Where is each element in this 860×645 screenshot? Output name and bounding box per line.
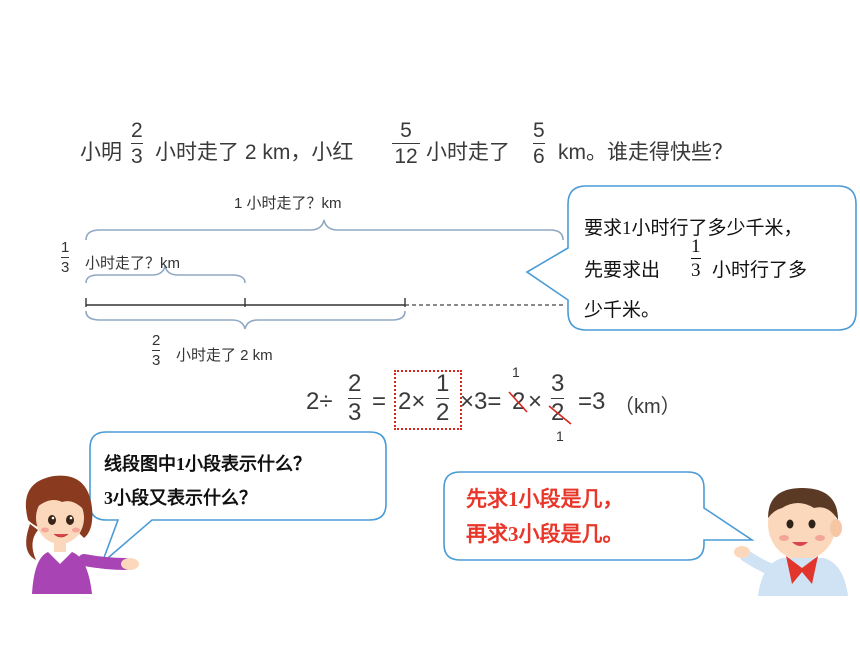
brace-small [85,265,246,284]
brace-bottom [85,310,406,330]
bottom-label: 小时走了 2 km [176,347,273,364]
eq-lead: 2÷ [306,388,333,415]
fraction-two-thirds: 2 3 [131,119,143,168]
bubble-left-line-1: 线段图中1小段表示什么？ [104,454,311,474]
bubble-right-line-3: 少千米。 [584,300,661,321]
question-part-3: 小时走了 [426,141,510,164]
fraction-two-thirds-bottom: 2 3 [152,332,161,369]
eq-boxed-two: 2× [398,388,426,415]
bubble-red-shape [443,471,755,561]
eq-frac-one-half: 1 2 [436,370,450,426]
dotted-highlight-box [394,370,462,430]
bubble-left-shape [89,431,387,564]
cancel-bottom-one: 1 [556,428,564,444]
boy-illustration-icon [734,488,848,596]
bubble-right-line-1: 要求1小时行了多少千米， [584,218,803,239]
fraction-one-third-left: 1 3 [61,239,70,276]
cancel-stroke-half [548,405,572,425]
cancel-top-one: 1 [512,364,520,380]
left-label: 小时走了？km [85,255,180,272]
question-part-1: 小明 [80,141,122,164]
eq-unit: （km） [614,396,681,418]
bubble-right-line-2a: 先要求出 [584,260,661,281]
eq-result: =3 [578,388,606,415]
fraction-five-sixths: 5 6 [533,119,545,168]
bubble-left-line-2: 3小段又表示什么？ [104,488,257,508]
eq-frac-two-thirds: 2 3 [348,370,362,426]
cancel-stroke-two [508,391,528,413]
eq-times-three: ×3= [460,388,502,415]
question-part-4: km。谁走得快些？ [558,141,733,164]
bubble-right-fraction: 1 3 [691,236,701,281]
eq-times: × [528,388,543,415]
girl-illustration-icon [25,475,139,594]
eq-two-cancelled: 2 [512,388,526,415]
top-label: 1 小时走了？km [234,195,342,212]
brace-top [85,219,564,241]
bubble-right-line-2b: 小时行了多 [712,260,808,281]
question-part-2: 小时走了 2 km，小红 [155,141,354,164]
fraction-five-twelfths: 5 12 [392,120,420,167]
eq-equals-1: = [372,388,387,415]
bubble-red-line-2: 再求3小段是几。 [466,522,624,546]
bubble-red-line-1: 先求1小段是几， [466,487,624,511]
